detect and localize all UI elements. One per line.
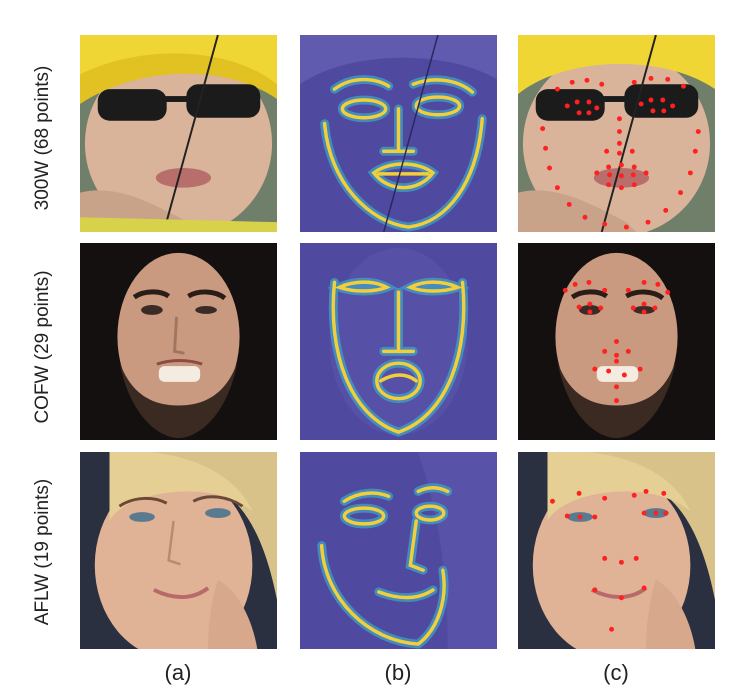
heatmap-aflw — [300, 452, 497, 649]
row-label-cofw: COFW (29 points) — [32, 270, 53, 424]
heatmap-cofw — [300, 243, 497, 440]
photo-300w-original — [80, 35, 277, 232]
landmarks-cofw — [518, 243, 715, 440]
row-label-aflw: AFLW (19 points) — [32, 478, 53, 626]
landmarks-aflw — [518, 452, 715, 649]
heatmap-300w — [300, 35, 497, 232]
landmarks-300w — [518, 35, 715, 232]
column-label-a: (a) — [164, 660, 192, 685]
row-label-300w: 300W (68 points) — [32, 65, 53, 211]
photo-cofw-original — [80, 243, 277, 440]
photo-aflw-original — [80, 452, 277, 649]
column-label-c: (c) — [603, 660, 629, 685]
column-label-b: (b) — [384, 660, 412, 685]
